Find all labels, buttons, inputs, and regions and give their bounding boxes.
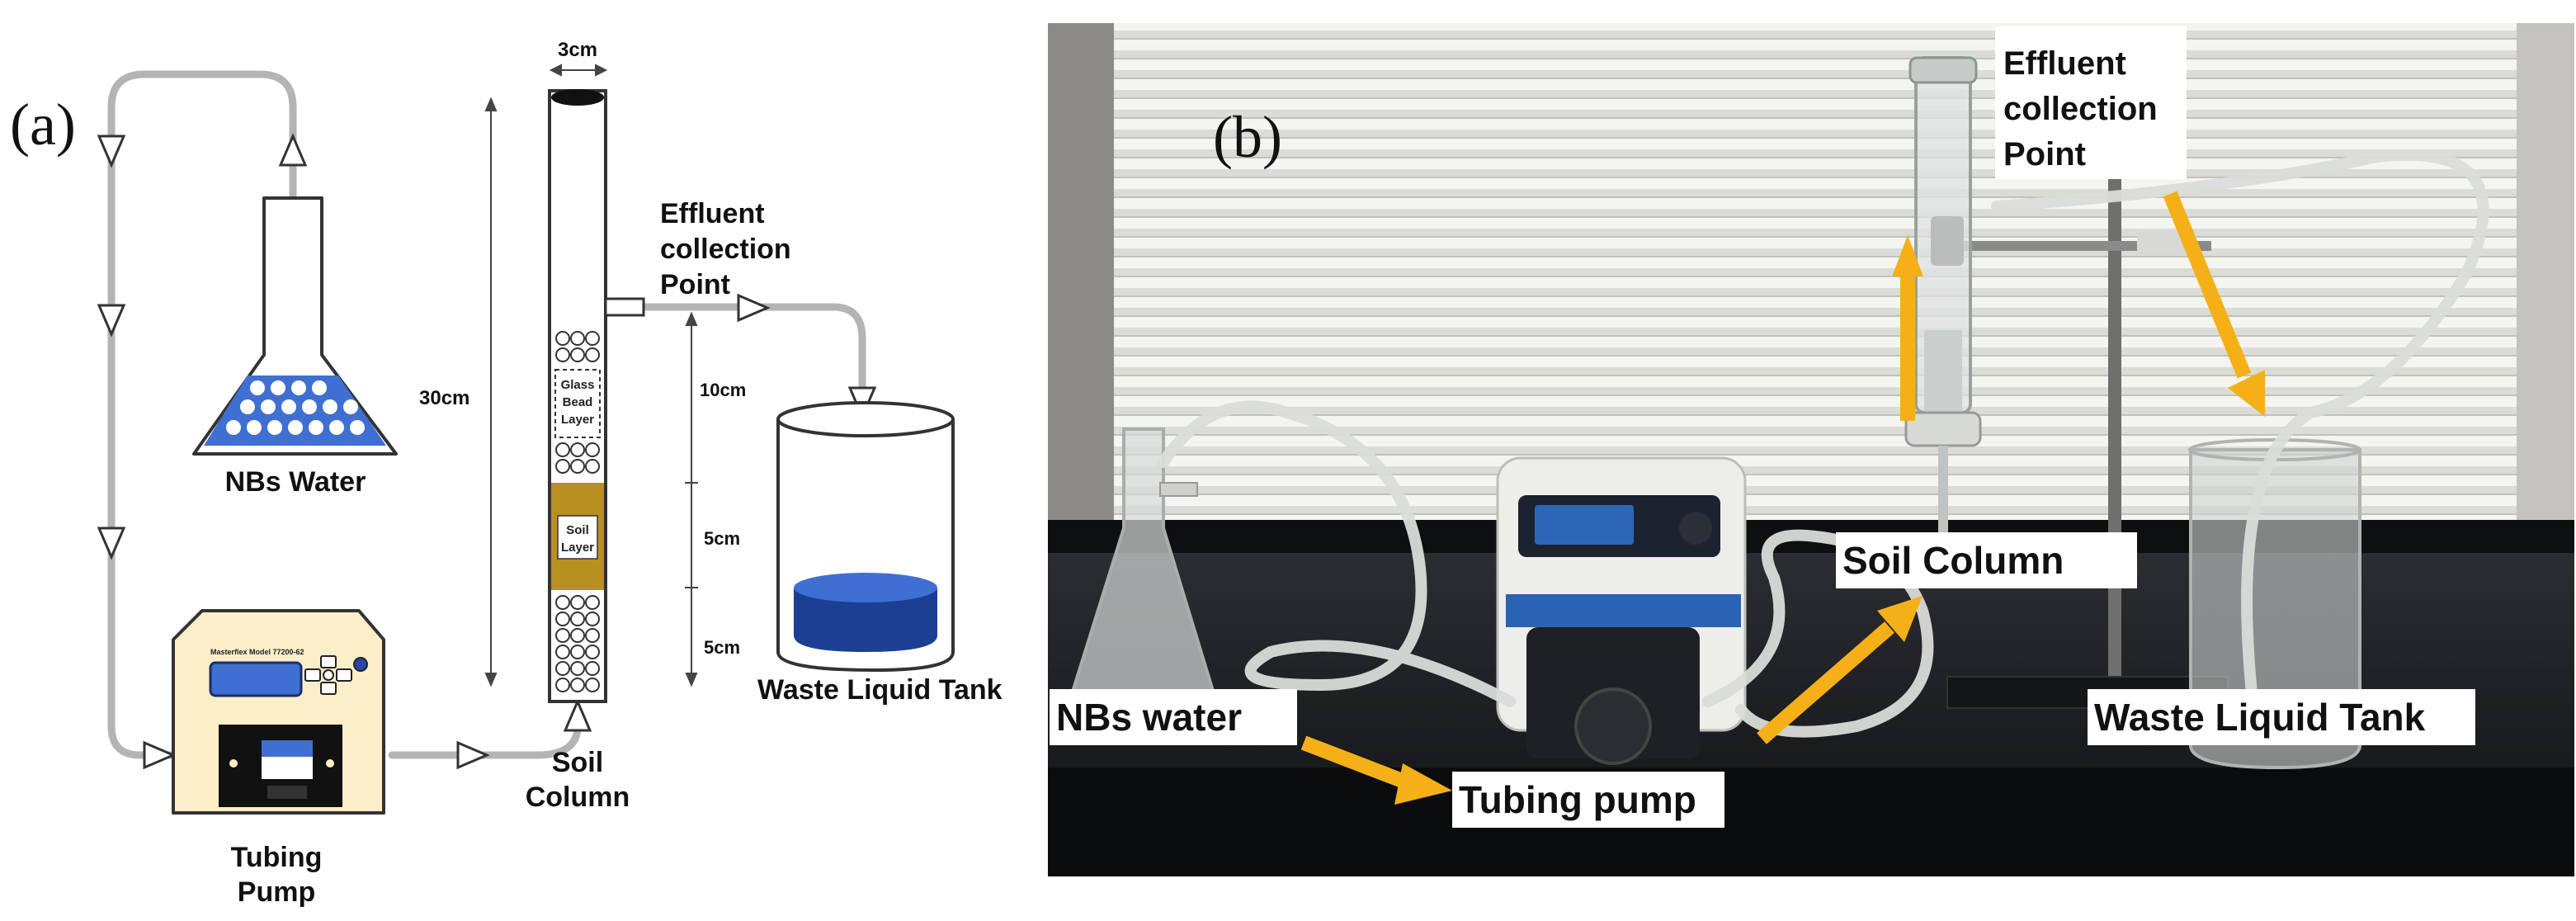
pump-keypad	[304, 655, 368, 695]
photo-pump-label: Tubing pump	[1459, 778, 1696, 821]
photo-soil-column-label: Soil Column	[1842, 539, 2064, 582]
dim-height-label: 30cm	[419, 387, 469, 409]
glass-bead-label-2: Bead	[563, 395, 593, 409]
panel-b: (b) Effluent collection Point Soil Colum…	[1048, 23, 2574, 876]
effluent-outlet	[604, 297, 645, 317]
photo-background: (b)	[1048, 23, 2574, 876]
arrow-down-tank	[2163, 191, 2265, 417]
soil-layer-label-2: Layer	[561, 541, 594, 555]
photo-beaker	[2188, 438, 2361, 770]
pump-label-line1: Tubing	[231, 842, 323, 873]
tank-water-surface	[794, 573, 937, 602]
photo-nbs-label: NBs water	[1056, 696, 1242, 739]
panel-a: (a)	[10, 39, 1003, 908]
effluent-label-line1: Effluent	[660, 198, 765, 229]
photo-effluent-line3: Point	[2003, 136, 2086, 172]
pump-label-line2: Pump	[238, 876, 315, 908]
tank-label: Waste Liquid Tank	[757, 674, 1003, 706]
photo-effluent-line1: Effluent	[2003, 45, 2126, 82]
pump-display	[209, 661, 303, 697]
photo-tank-box	[2088, 689, 2475, 745]
arrow-to-pump	[1300, 735, 1452, 805]
photo-soil-column	[1904, 56, 1982, 536]
pump-model-text: Masterflex Model 77200-62	[210, 648, 304, 656]
tubing-pump-illustration: Masterflex Model 77200-62	[172, 609, 385, 815]
photo-tank-label: Waste Liquid Tank	[2094, 696, 2426, 739]
photo-pump-box	[1452, 772, 1724, 828]
column-label-line1: Soil	[552, 747, 603, 778]
arrow-up-column	[1892, 235, 1923, 421]
dim-top-label: 10cm	[700, 380, 746, 400]
effluent-label-line3: Point	[660, 269, 730, 300]
dim-bottom-label: 5cm	[704, 637, 740, 658]
dimension-lines	[484, 64, 698, 687]
flask-label: NBs Water	[225, 466, 366, 498]
column-top-cap	[551, 89, 604, 106]
photo-effluent-box	[1995, 26, 2187, 179]
nbs-water-flask	[192, 196, 398, 456]
effluent-label-line2: collection	[660, 234, 791, 265]
photo-nbs-box	[1050, 689, 1297, 745]
arrow-to-column	[1757, 596, 1923, 744]
glass-bead-label-1: Glass	[561, 378, 595, 392]
photo-soil-column-box	[1836, 532, 2137, 588]
panel-a-label: (a)	[10, 92, 76, 158]
dim-mid-label: 5cm	[704, 528, 740, 549]
soil-layer-label-1: Soil	[566, 523, 589, 537]
photo-effluent-line2: collection	[2003, 91, 2158, 127]
panel-b-label: (b)	[1213, 104, 1282, 170]
glass-bead-layer-box	[554, 369, 601, 438]
glass-bead-label-3: Layer	[561, 413, 594, 427]
soil-column-illustration	[548, 89, 645, 703]
waste-liquid-tank	[776, 401, 955, 673]
column-label-line2: Column	[526, 782, 630, 813]
photo-arrows	[1300, 191, 2265, 805]
dim-width-label: 3cm	[558, 39, 597, 61]
photo-pump	[1496, 456, 1747, 765]
